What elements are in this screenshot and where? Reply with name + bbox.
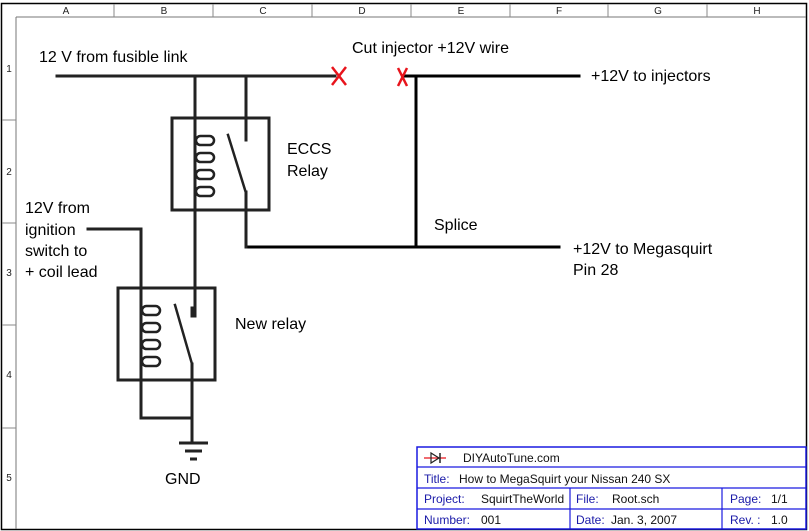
column-label: B <box>161 6 168 17</box>
label-new-relay: New relay <box>235 316 306 333</box>
title-block-date-key: Date: <box>576 513 605 527</box>
ground-icon <box>179 441 208 461</box>
label-eccs-relay: Relay <box>287 163 328 180</box>
row-label: 2 <box>6 167 12 178</box>
new-relay-box <box>116 286 217 382</box>
title-block-title-key: Title: <box>424 472 450 486</box>
label-splice: Splice <box>434 217 478 234</box>
title-block-rev-value: 1.0 <box>771 513 788 527</box>
new-relay-switch-contact <box>173 303 194 366</box>
column-label: D <box>358 6 365 17</box>
column-label: F <box>556 6 562 17</box>
title-block-number-key: Number: <box>424 513 470 527</box>
label-gnd: GND <box>165 471 201 488</box>
row-label: 4 <box>6 370 12 381</box>
title-block-page-value: 1/1 <box>771 492 788 506</box>
label-eccs: ECCS <box>287 141 331 158</box>
title-block-number-value: 001 <box>481 513 501 527</box>
label-megasquirt: +12V to Megasquirt <box>573 241 713 258</box>
title-block-title-value: How to MegaSquirt your Nissan 240 SX <box>459 472 670 486</box>
label-ignition-2: ignition <box>25 222 76 239</box>
cut-mark-icon <box>331 66 347 86</box>
column-label: G <box>654 6 662 17</box>
row-label: 3 <box>6 268 12 279</box>
label-ignition-4: + coil lead <box>25 264 98 281</box>
row-ruler <box>2 119 16 429</box>
column-ruler <box>113 4 708 17</box>
label-fusible-link: 12 V from fusible link <box>39 49 189 66</box>
eccs-relay-coil-icon <box>194 134 216 198</box>
label-megasquirt-pin: Pin 28 <box>573 262 618 279</box>
column-label: C <box>259 6 266 17</box>
label-to-injectors: +12V to injectors <box>591 68 711 85</box>
row-label: 1 <box>6 64 12 75</box>
title-block-file-value: Root.sch <box>612 492 659 506</box>
title-block-company: DIYAutoTune.com <box>463 451 560 465</box>
column-label: E <box>458 6 465 17</box>
cut-mark-icon <box>396 67 409 87</box>
column-label: H <box>753 6 760 17</box>
eccs-switch-contact <box>226 133 248 195</box>
label-ignition-3: switch to <box>25 243 87 260</box>
title-block-project-value: SquirtTheWorld <box>481 492 564 506</box>
title-block-project-key: Project: <box>424 492 465 506</box>
title-block-rev-key: Rev. : <box>730 513 760 527</box>
column-label: A <box>63 6 70 17</box>
title-block-date-value: Jan. 3, 2007 <box>611 513 677 527</box>
diode-logo-icon <box>424 451 446 465</box>
title-block-page-key: Page: <box>730 492 761 506</box>
new-relay-coil-icon <box>140 304 162 368</box>
title-block-file-key: File: <box>576 492 599 506</box>
row-label: 5 <box>6 473 12 484</box>
eccs-relay-box <box>170 116 271 212</box>
label-ignition-1: 12V from <box>25 200 90 217</box>
title-block <box>416 446 807 530</box>
label-cut-wire: Cut injector +12V wire <box>352 40 509 57</box>
